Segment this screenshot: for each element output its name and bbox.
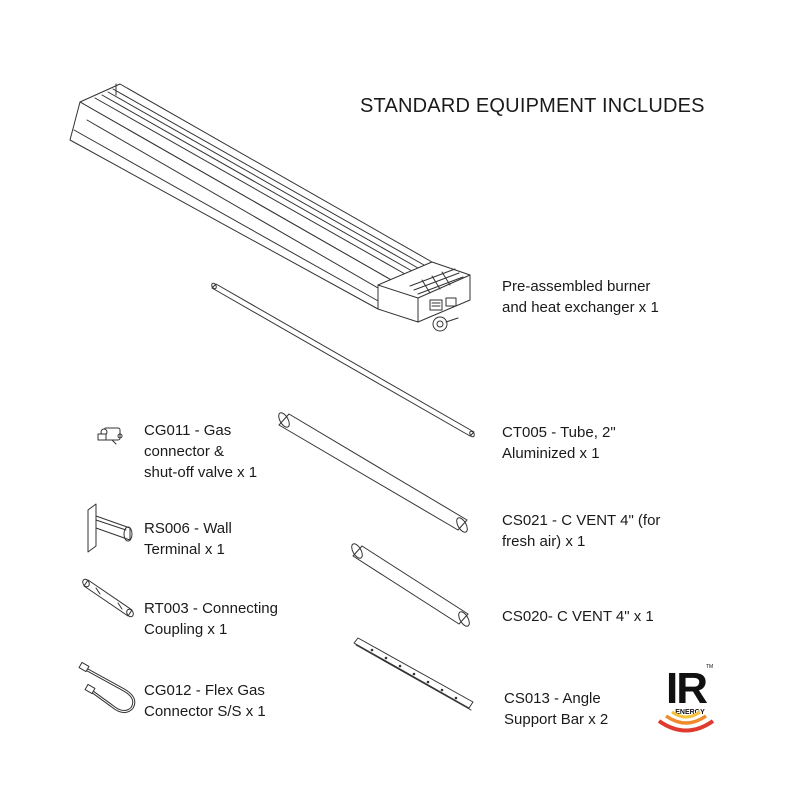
- svg-text:ENERGY: ENERGY: [675, 709, 705, 716]
- ir-energy-logo: IR TM ENERGY: [657, 664, 715, 733]
- cs013-label: CS013 - Angle Support Bar x 2: [504, 690, 609, 728]
- burner-heat-exchanger-drawing: [69, 83, 471, 332]
- burner-label: Pre-assembled burner and heat exchanger …: [502, 278, 659, 316]
- svg-text:TM: TM: [706, 664, 713, 670]
- fresh-air-vent-drawing: [278, 412, 468, 533]
- cs021-label: CS021 - C VENT 4" (for fresh air) x 1: [502, 512, 661, 550]
- ct005-label: CT005 - Tube, 2" Aluminized x 1: [502, 424, 616, 462]
- svg-text:IR: IR: [666, 664, 707, 713]
- cg012-label: CG012 - Flex Gas Connector S/S x 1: [144, 682, 266, 720]
- vent-drawing: [351, 543, 470, 627]
- wall-terminal-drawing: [87, 503, 133, 553]
- connecting-coupling-drawing: [82, 578, 134, 618]
- page-title: STANDARD EQUIPMENT INCLUDES: [360, 95, 705, 117]
- rs006-label: RS006 - Wall Terminal x 1: [144, 520, 232, 558]
- gas-valve-drawing: [97, 427, 123, 445]
- cg011-label: CG011 - Gas connector & shut-off valve x…: [144, 422, 258, 481]
- rt003-label: RT003 - Connecting Coupling x 1: [144, 600, 278, 638]
- tube-drawing: [211, 282, 475, 438]
- flex-gas-connector-drawing: [78, 661, 136, 713]
- cs020-label: CS020- C VENT 4" x 1: [502, 608, 654, 625]
